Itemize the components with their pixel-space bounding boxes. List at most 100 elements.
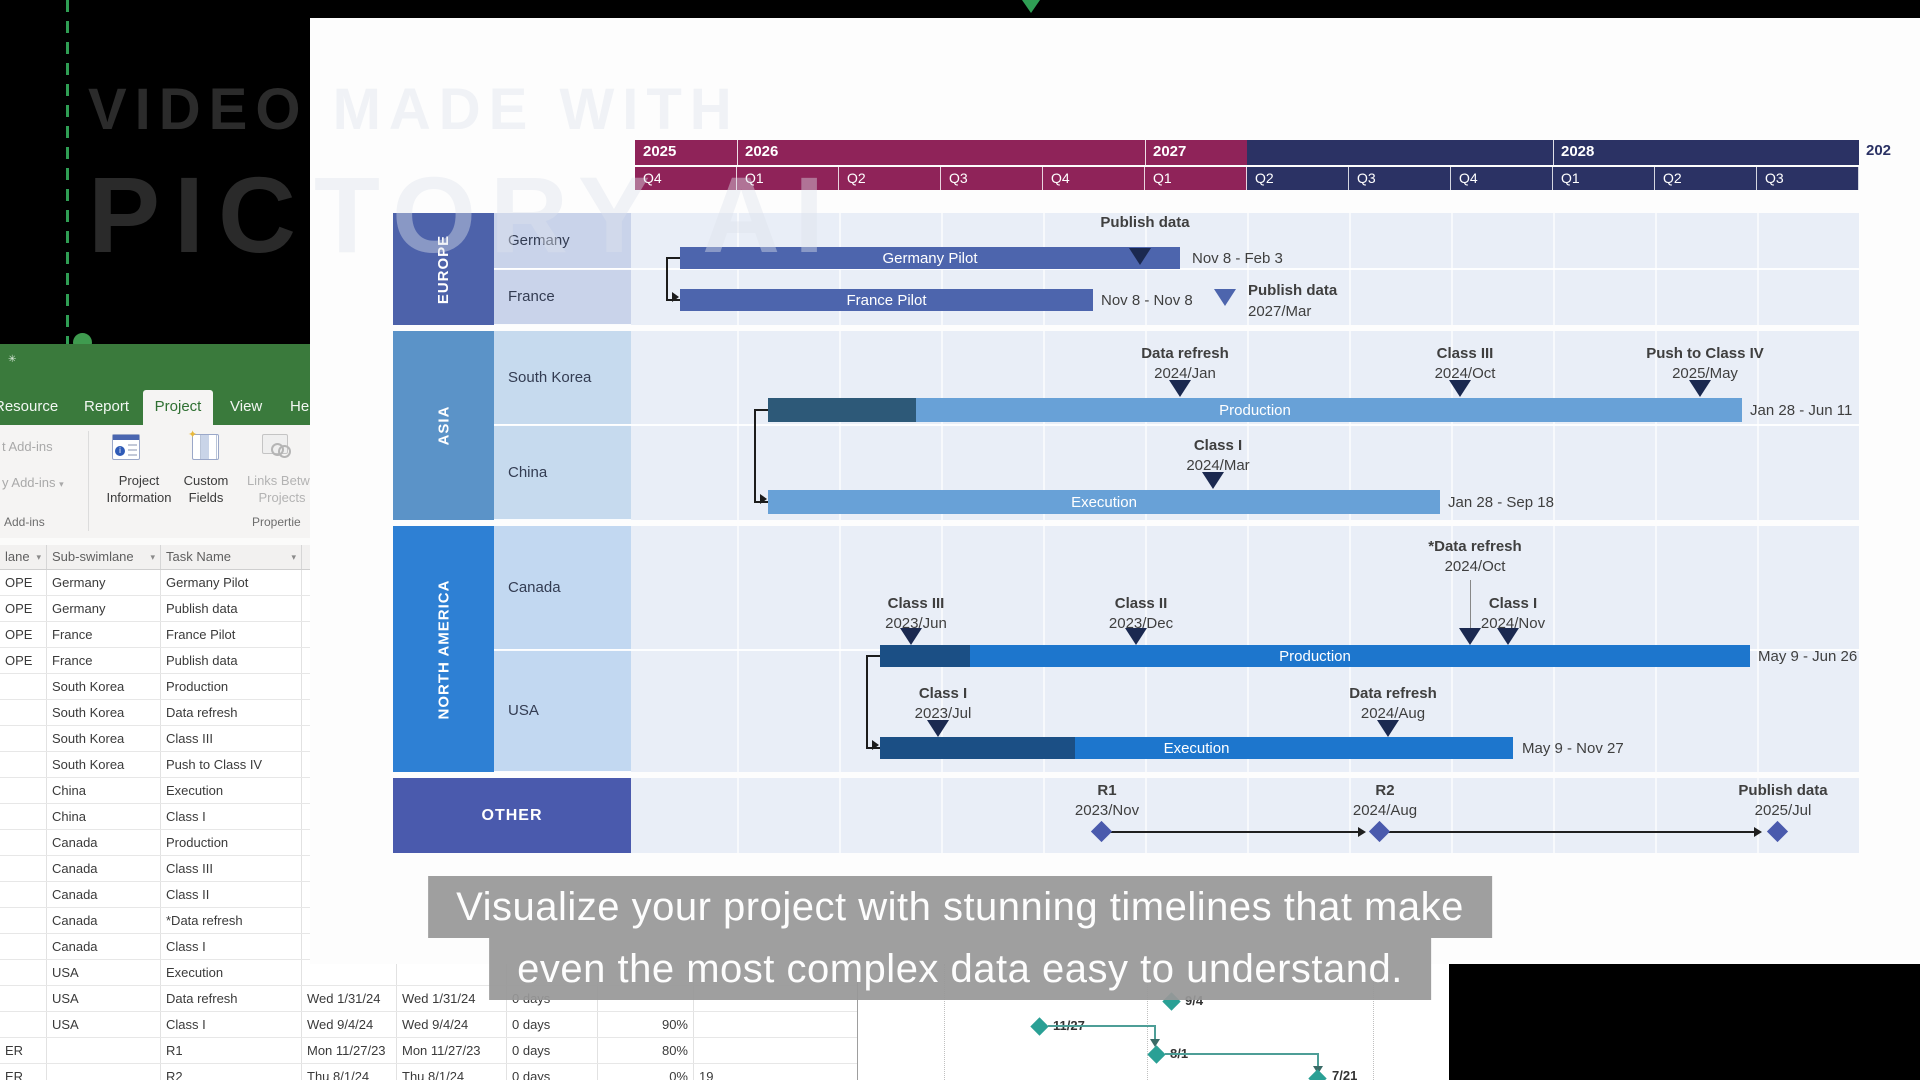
cell-sub-swimlane[interactable]: France [47, 622, 161, 647]
cell-task-name[interactable]: Publish data [161, 648, 302, 673]
quick-access-icon[interactable]: ✳ [8, 354, 17, 365]
cell-task-name[interactable]: Push to Class IV [161, 752, 302, 777]
filter-caret-icon[interactable]: ▾ [291, 552, 296, 562]
cell-sub-swimlane[interactable]: Canada [47, 882, 161, 907]
cell-extra[interactable] [694, 1012, 724, 1037]
cell-sub-swimlane[interactable]: Canada [47, 830, 161, 855]
cell-task-name[interactable]: Production [161, 830, 302, 855]
cell-swimlane[interactable]: ER [0, 1064, 47, 1080]
header-task-name[interactable]: Task Name▾ [161, 545, 302, 569]
cell-percent-complete[interactable]: 0% [598, 1064, 694, 1080]
table-row[interactable]: ER R1 Mon 11/27/23 Mon 11/27/23 0 days 8… [0, 1038, 857, 1064]
cell-task-name[interactable]: France Pilot [161, 622, 302, 647]
header-swimlane[interactable]: lane▾ [0, 545, 47, 569]
cell-sub-swimlane[interactable]: Canada [47, 856, 161, 881]
cell-task-name[interactable]: Germany Pilot [161, 570, 302, 595]
cell-task-name[interactable]: *Data refresh [161, 908, 302, 933]
cell-task-name[interactable]: Execution [161, 960, 302, 985]
tab-help[interactable]: He [290, 398, 310, 415]
cell-sub-swimlane[interactable]: Canada [47, 908, 161, 933]
cell-sub-swimlane[interactable]: USA [47, 1012, 161, 1037]
cell-swimlane[interactable]: OPE [0, 596, 47, 621]
cell-sub-swimlane[interactable]: South Korea [47, 726, 161, 751]
cell-duration[interactable]: 0 days [507, 1064, 598, 1080]
cell-swimlane[interactable] [0, 882, 47, 907]
cell-start-date[interactable]: Mon 11/27/23 [302, 1038, 397, 1063]
cell-swimlane[interactable] [0, 908, 47, 933]
cell-percent-complete[interactable]: 80% [598, 1038, 694, 1063]
cell-task-name[interactable]: Execution [161, 778, 302, 803]
cell-swimlane[interactable]: OPE [0, 648, 47, 673]
cell-task-name[interactable]: Class I [161, 934, 302, 959]
cell-task-name[interactable]: Data refresh [161, 700, 302, 725]
cell-task-name[interactable]: Class I [161, 804, 302, 829]
cell-swimlane[interactable] [0, 960, 47, 985]
cell-duration[interactable]: 0 days [507, 1012, 598, 1037]
cell-swimlane[interactable] [0, 726, 47, 751]
cell-sub-swimlane[interactable]: South Korea [47, 752, 161, 777]
cell-task-name[interactable]: Publish data [161, 596, 302, 621]
filter-caret-icon[interactable]: ▾ [150, 552, 155, 562]
table-row[interactable]: ER R2 Thu 8/1/24 Thu 8/1/24 0 days 0% 19 [0, 1064, 857, 1080]
cell-extra[interactable]: 19 [699, 1069, 714, 1080]
milestone-diamond-icon[interactable] [1147, 1045, 1166, 1064]
table-row[interactable]: USA Class I Wed 9/4/24 Wed 9/4/24 0 days… [0, 1012, 857, 1038]
cell-sub-swimlane[interactable]: Germany [47, 570, 161, 595]
cell-start-date[interactable]: Thu 8/1/24 [302, 1064, 397, 1080]
cell-sub-swimlane[interactable]: France [47, 648, 161, 673]
cell-swimlane[interactable] [0, 856, 47, 881]
cell-sub-swimlane[interactable]: China [47, 778, 161, 803]
cell-swimlane[interactable] [0, 778, 47, 803]
tab-view[interactable]: View [230, 398, 263, 415]
cell-swimlane[interactable] [0, 1012, 47, 1037]
filter-caret-icon[interactable]: ▾ [36, 552, 41, 562]
cell-sub-swimlane[interactable] [47, 1038, 161, 1063]
tab-report[interactable]: Report [84, 398, 130, 415]
cell-percent-complete[interactable]: 90% [598, 1012, 694, 1037]
cell-task-name[interactable]: Class II [161, 882, 302, 907]
cell-swimlane[interactable]: OPE [0, 622, 47, 647]
cell-start-date[interactable] [302, 960, 397, 985]
tab-project[interactable]: Project [143, 390, 213, 425]
milestone-diamond-icon[interactable] [1030, 1017, 1049, 1036]
cell-swimlane[interactable] [0, 830, 47, 855]
milestone-diamond-icon[interactable] [1308, 1069, 1327, 1080]
cell-sub-swimlane[interactable] [47, 1064, 161, 1080]
cell-finish-date[interactable]: Wed 9/4/24 [397, 1012, 507, 1037]
cell-task-name[interactable]: Production [161, 674, 302, 699]
cell-duration[interactable]: 0 days [507, 1038, 598, 1063]
cell-finish-date[interactable]: Mon 11/27/23 [397, 1038, 507, 1063]
cell-sub-swimlane[interactable]: China [47, 804, 161, 829]
cell-finish-date[interactable]: Thu 8/1/24 [397, 1064, 507, 1080]
cell-task-name[interactable]: R1 [161, 1038, 302, 1063]
cell-sub-swimlane[interactable]: USA [47, 960, 161, 985]
get-addins-button[interactable]: t Add-ins [2, 439, 53, 454]
bar-date-range: Jan 28 - Sep 18 [1448, 494, 1554, 511]
cell-sub-swimlane[interactable]: Germany [47, 596, 161, 621]
cell-swimlane[interactable]: ER [0, 1038, 47, 1063]
tab-resource[interactable]: Resource [0, 398, 59, 415]
cell-task-name[interactable]: Class I [161, 1012, 302, 1037]
cell-swimlane[interactable] [0, 700, 47, 725]
cell-swimlane[interactable] [0, 674, 47, 699]
cell-task-name[interactable]: Class III [161, 856, 302, 881]
cell-swimlane[interactable]: OPE [0, 570, 47, 595]
header-sub-swimlane[interactable]: Sub-swimlane▾ [47, 545, 161, 569]
cell-task-name[interactable]: R2 [161, 1064, 302, 1080]
cell-swimlane[interactable] [0, 986, 47, 1011]
quarter-label: Q4 [1451, 167, 1553, 190]
cell-swimlane[interactable] [0, 804, 47, 829]
cell-extra[interactable] [694, 1038, 724, 1063]
cell-start-date[interactable]: Wed 9/4/24 [302, 1012, 397, 1037]
my-addins-button[interactable]: y Add-ins ▾ [2, 475, 64, 490]
cell-sub-swimlane[interactable]: South Korea [47, 674, 161, 699]
cell-start-date[interactable]: Wed 1/31/24 [302, 986, 397, 1011]
cell-sub-swimlane[interactable]: Canada [47, 934, 161, 959]
cell-task-name[interactable]: Data refresh [161, 986, 302, 1011]
cell-sub-swimlane[interactable]: South Korea [47, 700, 161, 725]
cell-swimlane[interactable] [0, 752, 47, 777]
cell-sub-swimlane[interactable]: USA [47, 986, 161, 1011]
bar-progress-segment [768, 398, 916, 422]
cell-swimlane[interactable] [0, 934, 47, 959]
cell-task-name[interactable]: Class III [161, 726, 302, 751]
